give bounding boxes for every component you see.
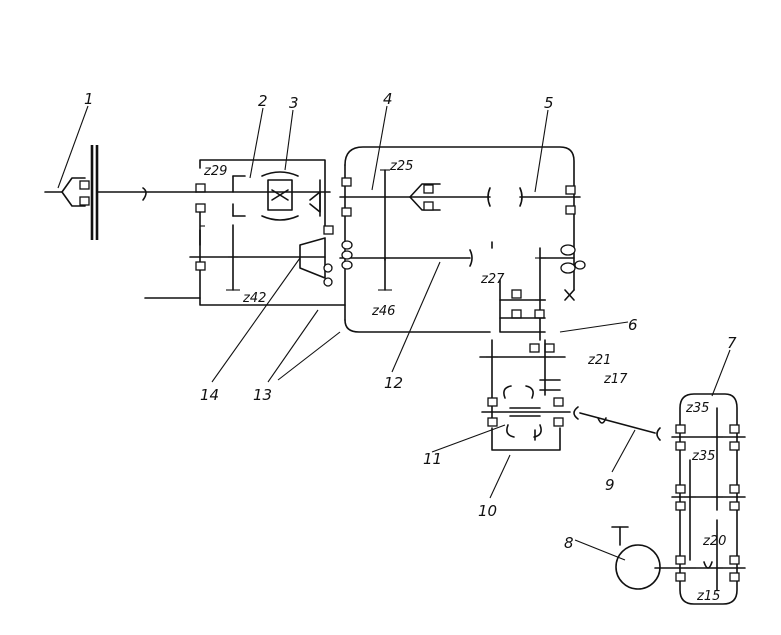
gear-label-z25: z25 [389, 159, 413, 174]
part-label-4: 4 [383, 90, 393, 108]
gear-label-z15: z15 [696, 589, 720, 604]
intermediate-block [499, 279, 555, 353]
leader-lines [57, 105, 731, 561]
output-wheel [611, 526, 661, 590]
gear-label-z17: z17 [603, 372, 628, 387]
input-housing [144, 159, 346, 306]
part-label-9: 9 [605, 476, 615, 494]
gear-label-z27: z27 [480, 272, 505, 287]
gear-label-z35-top: z35 [685, 401, 709, 416]
gear-label-z46: z46 [371, 304, 395, 319]
part-label-2: 2 [258, 92, 268, 110]
lower-gearbox [479, 339, 571, 451]
gear-label-z21: z21 [587, 353, 611, 368]
part-label-11: 11 [423, 450, 442, 468]
part-label-3: 3 [289, 94, 299, 112]
part-label-1: 1 [84, 90, 94, 108]
part-number-labels: 1 2 3 4 5 6 7 8 9 10 11 12 13 14 [84, 90, 737, 552]
part-label-14: 14 [200, 386, 219, 404]
cardan-shaft [573, 406, 661, 441]
input-coupling [44, 145, 197, 240]
gear-label-z20: z20 [702, 534, 726, 549]
part-label-13: 13 [253, 386, 272, 404]
part-label-8: 8 [564, 534, 574, 552]
part-label-5: 5 [544, 94, 554, 112]
part-label-7: 7 [727, 334, 737, 352]
part-label-12: 12 [384, 374, 403, 392]
part-label-10: 10 [478, 502, 497, 520]
final-drive-housing [654, 393, 746, 605]
gear-label-z42: z42 [242, 291, 266, 306]
gear-label-z35-mid: z35 [691, 449, 715, 464]
gear-label-z29: z29 [203, 164, 227, 179]
main-housing [323, 146, 586, 341]
part-label-6: 6 [628, 316, 638, 334]
gear-labels: z29 z25 z42 z46 z27 z21 z17 z35 z35 z20 … [203, 159, 726, 604]
